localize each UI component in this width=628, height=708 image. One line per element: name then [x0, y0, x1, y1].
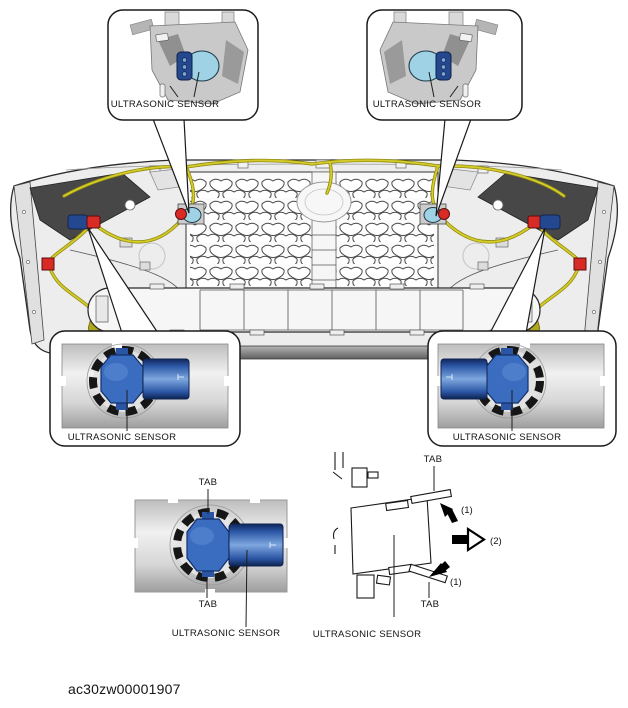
step1-label-bottom: (1) — [450, 577, 462, 588]
sensor-connector-housing — [228, 523, 284, 567]
ultrasonic-sensor-label: ULTRASONIC SENSOR — [111, 99, 220, 110]
sensor-connector-housing — [142, 358, 190, 400]
callout-bottom-left: ULTRASONIC SENSOR — [49, 330, 241, 447]
sensor-highlight — [190, 527, 214, 545]
housing-latch-mark — [269, 542, 276, 548]
panel-notches — [435, 341, 607, 386]
lower-intake — [87, 283, 541, 336]
connector-pins — [181, 57, 188, 77]
step2-label: (2) — [490, 536, 502, 547]
tab-label-top: TAB — [199, 477, 218, 488]
housing-latch-mark — [446, 374, 453, 380]
inner-right-sensor-connector — [438, 208, 450, 220]
inner-left-sensor-connector — [175, 208, 187, 220]
outer-right-ultrasonic-sensor — [539, 214, 561, 230]
outer-right-sensor-connector — [527, 215, 542, 229]
detail-sensor-tabs: TAB TAB ULTRASONIC SENSOR — [132, 477, 290, 639]
sensor-connector-housing — [440, 358, 488, 400]
ultrasonic-sensor-label: ULTRASONIC SENSOR — [373, 99, 482, 110]
tab-strip-bottom — [408, 563, 448, 584]
sensor-tab-top — [202, 512, 214, 521]
outer-left-ultrasonic-sensor — [67, 214, 89, 230]
sensor-body-outline — [350, 496, 432, 575]
panel-notches — [132, 497, 290, 595]
release-arrow-top — [440, 503, 458, 523]
outer-left-sensor-connector — [86, 215, 101, 229]
sensor-tab-top — [116, 348, 128, 356]
surrounding-clip-lines — [332, 452, 344, 554]
sensor-leader — [245, 549, 248, 628]
sensor-tab-bottom — [202, 568, 214, 577]
callout-top-left: ULTRASONIC SENSOR — [107, 9, 259, 121]
pointer-bottom-right — [489, 227, 546, 334]
ultrasonic-sensor-body — [186, 518, 230, 572]
bumper-edge-flanges — [13, 181, 615, 345]
release-arrow-bottom — [429, 561, 450, 577]
callout-bottom-right: ULTRASONIC SENSOR — [427, 330, 617, 447]
ultrasonic-sensor-label: ULTRASONIC SENSOR — [453, 432, 562, 443]
mirrored-sensor-art — [379, 11, 499, 105]
callout-top-right: ULTRASONIC SENSOR — [366, 9, 523, 121]
leader-line — [169, 71, 200, 98]
tab-label-bottom: TAB — [421, 599, 440, 610]
sensor-highlight — [502, 363, 526, 381]
emblem-mount — [296, 181, 352, 223]
corner-shadow-wedges — [29, 172, 599, 241]
figure-code: ac30zw00001907 — [68, 681, 181, 697]
pointer-top-right — [435, 118, 472, 217]
sensor-highlight — [104, 363, 128, 381]
tab-label-bottom: TAB — [199, 599, 218, 610]
right-harness-clip — [573, 257, 587, 271]
sensor-tab-bottom — [116, 402, 128, 410]
tab-label-top: TAB — [424, 454, 443, 465]
pointer-bottom-left — [87, 227, 159, 334]
ultrasonic-sensor-label: ULTRASONIC SENSOR — [313, 629, 422, 640]
housing-latch-mark — [177, 374, 184, 380]
detail-sensor-removal: TAB TAB (1) (2) (1) ULTRASONIC SENSOR — [313, 452, 502, 640]
left-harness-clip — [41, 257, 55, 271]
sensor-tab-top — [501, 348, 513, 356]
ultrasonic-sensor-label: ULTRASONIC SENSOR — [68, 432, 177, 443]
tab-strip-top — [410, 488, 453, 505]
step1-label-top: (1) — [461, 505, 473, 516]
remove-arrow — [452, 526, 487, 553]
ultrasonic-sensor-label: ULTRASONIC SENSOR — [172, 628, 281, 639]
pointer-top-left — [152, 118, 190, 214]
sensor-tab-bottom — [501, 402, 513, 410]
callout-pointers — [87, 118, 546, 334]
front-bumper-illustration — [10, 158, 618, 360]
